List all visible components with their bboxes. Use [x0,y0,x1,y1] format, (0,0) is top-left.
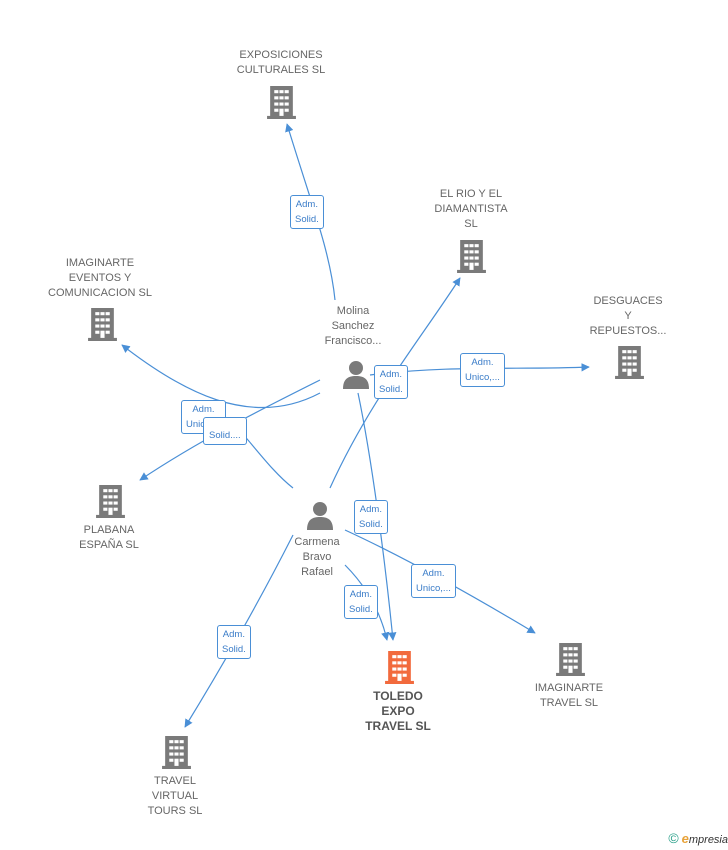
edge-label-carmena-travel-virtual: Adm. Solid. [217,625,251,659]
person-icon-molina[interactable] [343,361,369,389]
brand-logo-initial: e [681,831,689,846]
footer-brand: ©empresia [668,830,728,846]
node-label-exposiciones[interactable]: EXPOSICIONES CULTURALES SL [236,49,326,76]
building-icon-exposiciones[interactable] [267,86,296,119]
edge-label-molina-toledo: Adm. Solid. [354,500,388,534]
node-label-imaginarte-ev[interactable]: IMAGINARTE EVENTOS Y COMUNICACION SL [48,257,152,299]
edge-label-carmena-elrio: Adm. Solid. [374,365,408,399]
building-icon-desguaces[interactable] [615,346,644,379]
node-label-elrio[interactable]: EL RIO Y EL DIAMANTISTA SL [434,188,508,230]
building-icon-plabana[interactable] [96,485,125,518]
node-label-travel-virtual[interactable]: TRAVEL VIRTUAL TOURS SL [147,775,203,817]
node-label-carmena[interactable]: Carmena Bravo Rafael [294,536,340,578]
node-label-molina[interactable]: Molina Sanchez Francisco... [324,305,382,347]
building-icon-toledo[interactable] [385,651,414,684]
building-icon-elrio[interactable] [457,240,486,273]
edge-label-molina-plabana: Solid.... [203,417,247,445]
brand-name: mpresia [688,834,728,846]
node-label-toledo[interactable]: TOLEDO EXPO TRAVEL SL [365,689,431,733]
icons-layer [88,86,644,769]
edge-label-molina-desguaces: Adm. Unico,... [460,353,505,387]
copyright-icon: © [668,830,679,846]
building-icon-travel-virtual[interactable] [162,736,191,769]
node-label-imaginarte-tr[interactable]: IMAGINARTE TRAVEL SL [534,682,604,709]
edge-molina-imaginarte-ev [121,344,321,409]
edge-label-carmena-imaginarte-tr: Adm. Unico,... [411,564,456,598]
node-label-desguaces[interactable]: DESGUACES Y REPUESTOS... [589,295,667,337]
edge-label-carmena-toledo: Adm. Solid. [344,585,378,619]
edge-label-molina-exposiciones: Adm. Solid. [290,195,324,229]
person-icon-carmena[interactable] [307,502,333,530]
building-icon-imaginarte-ev[interactable] [88,308,117,341]
building-icon-imaginarte-tr[interactable] [556,643,585,676]
node-label-plabana[interactable]: PLABANA ESPAÑA SL [79,524,139,551]
